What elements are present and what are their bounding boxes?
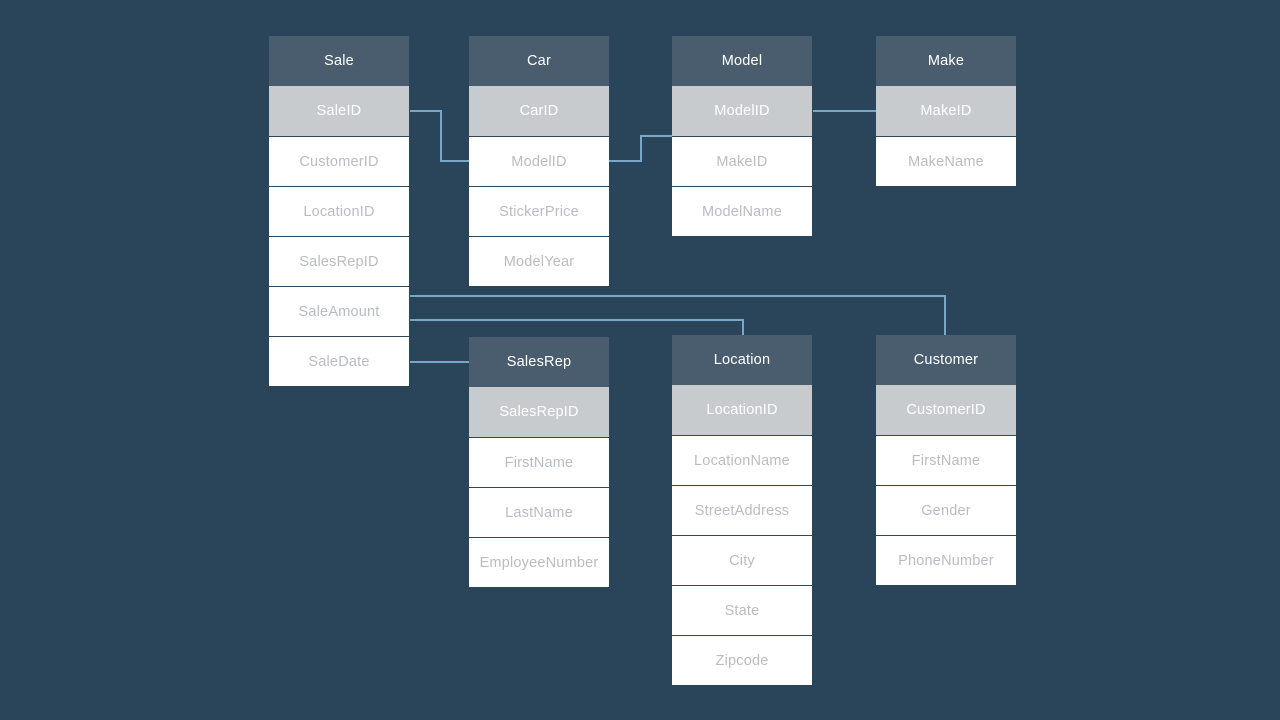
field-customer-firstname[interactable]: FirstName [876, 435, 1016, 485]
field-location-zipcode[interactable]: Zipcode [672, 635, 812, 685]
primary-key-field-car-carid[interactable]: CarID [469, 86, 609, 136]
primary-key-field-model-modelid[interactable]: ModelID [672, 86, 812, 136]
field-car-stickerprice[interactable]: StickerPrice [469, 186, 609, 236]
field-make-makename[interactable]: MakeName [876, 136, 1016, 186]
field-sale-saledate[interactable]: SaleDate [269, 336, 409, 386]
primary-key-field-customer-customerid[interactable]: CustomerID [876, 385, 1016, 435]
field-location-city[interactable]: City [672, 535, 812, 585]
primary-key-field-make-makeid[interactable]: MakeID [876, 86, 1016, 136]
relationship-line-sale-car [410, 110, 470, 162]
field-sale-saleamount[interactable]: SaleAmount [269, 286, 409, 336]
field-model-modelname[interactable]: ModelName [672, 186, 812, 236]
field-sale-customerid[interactable]: CustomerID [269, 136, 409, 186]
entity-title-sale: Sale [269, 36, 409, 86]
entity-title-car: Car [469, 36, 609, 86]
primary-key-field-sale-saleid[interactable]: SaleID [269, 86, 409, 136]
field-location-streetaddress[interactable]: StreetAddress [672, 485, 812, 535]
entity-title-salesrep: SalesRep [469, 337, 609, 387]
entity-title-customer: Customer [876, 335, 1016, 385]
entity-title-make: Make [876, 36, 1016, 86]
field-sale-locationid[interactable]: LocationID [269, 186, 409, 236]
entity-title-model: Model [672, 36, 812, 86]
field-salesrep-lastname[interactable]: LastName [469, 487, 609, 537]
field-sale-salesrepid[interactable]: SalesRepID [269, 236, 409, 286]
field-car-modelid[interactable]: ModelID [469, 136, 609, 186]
field-car-modelyear[interactable]: ModelYear [469, 236, 609, 286]
primary-key-field-location-locationid[interactable]: LocationID [672, 385, 812, 435]
field-salesrep-firstname[interactable]: FirstName [469, 437, 609, 487]
field-customer-gender[interactable]: Gender [876, 485, 1016, 535]
field-salesrep-employeenumber[interactable]: EmployeeNumber [469, 537, 609, 587]
primary-key-field-salesrep-salesrepid[interactable]: SalesRepID [469, 387, 609, 437]
field-location-locationname[interactable]: LocationName [672, 435, 812, 485]
relationship-line-car-model [609, 135, 672, 162]
field-model-makeid[interactable]: MakeID [672, 136, 812, 186]
field-customer-phonenumber[interactable]: PhoneNumber [876, 535, 1016, 585]
relationship-line-sale-customer [410, 295, 946, 337]
field-location-state[interactable]: State [672, 585, 812, 635]
entity-title-location: Location [672, 335, 812, 385]
